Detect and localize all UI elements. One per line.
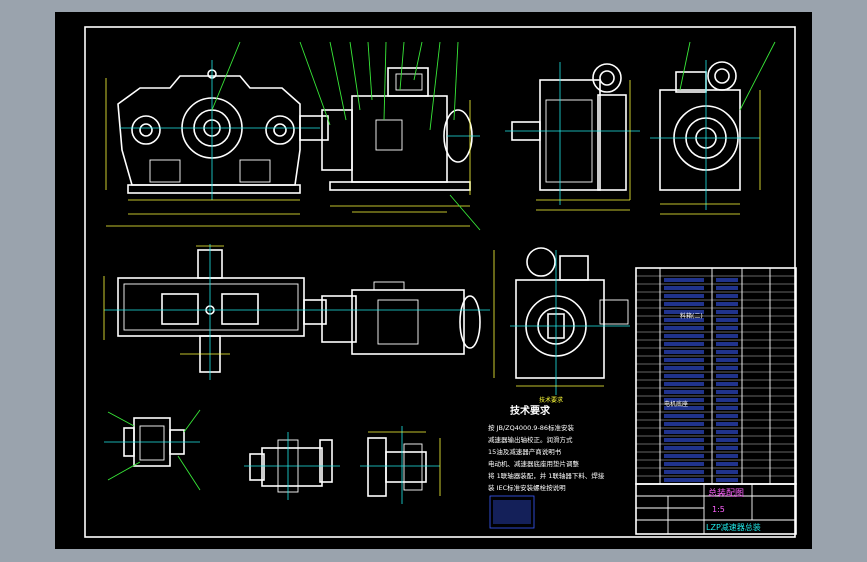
parts-list-entry: [716, 278, 738, 282]
notes-line-6: 装 IEC标准安装螺栓按说明: [488, 483, 566, 492]
parts-list-entry: [664, 446, 704, 450]
parts-list-entry: [716, 310, 738, 314]
parts-list-entry: [664, 462, 704, 466]
parts-list-entry: [664, 374, 704, 378]
parts-list-row-label: 料箱(二): [680, 312, 703, 320]
parts-list-entry: [664, 406, 704, 410]
parts-list-entry: [716, 478, 738, 482]
parts-list-entry: [716, 350, 738, 354]
stamp-box: [489, 495, 535, 529]
parts-list-entry: [664, 358, 704, 362]
parts-list-entry: [716, 398, 738, 402]
drawing-border: [84, 26, 796, 538]
parts-list-entry: [716, 430, 738, 434]
notes-title: 技术要求: [510, 404, 551, 417]
parts-list-entry: [716, 462, 738, 466]
parts-list-entry: [664, 478, 704, 482]
parts-list-entry: [716, 374, 738, 378]
parts-list-entry: [716, 334, 738, 338]
parts-list-entry: [664, 398, 704, 402]
parts-list-entry: [664, 294, 704, 298]
detail-views: [104, 409, 441, 504]
parts-list-entry: [664, 382, 704, 386]
parts-list-entry: [716, 422, 738, 426]
parts-list-entry: [664, 390, 704, 394]
notes-line-2: 减速器输出轴校正。润滑方式: [488, 435, 573, 444]
parts-list-entry: [664, 302, 704, 306]
parts-list-entry: [664, 470, 704, 474]
parts-list-entry: [716, 406, 738, 410]
parts-list-row-label-2: 电机底座: [664, 400, 688, 408]
parts-list-entry: [664, 342, 704, 346]
parts-list-entry: [716, 318, 738, 322]
section-view: [493, 247, 630, 395]
drawing-scale: 1:5: [712, 505, 725, 514]
section-caption: 技术要求: [539, 396, 563, 404]
notes-line-4: 电动机、减速器底座用垫片调整: [488, 459, 580, 468]
side-view-left: [505, 62, 640, 211]
notes-line-3: 15油及减速器产商说明书: [488, 447, 562, 456]
parts-list-entry: [664, 334, 704, 338]
parts-list-entry: [716, 446, 738, 450]
drawing-name: 总装配图: [708, 487, 744, 499]
parts-list-entry: [716, 366, 738, 370]
stamp-fill: [493, 500, 531, 524]
parts-list-entry: [664, 438, 704, 442]
title-block: 总装配图 1:5 LZP减速器总装: [635, 483, 797, 535]
parts-list-entry: [664, 366, 704, 370]
notes-line-5: 将 1联轴器装配，并 1联轴器下料、焊接: [488, 471, 605, 480]
parts-list-entry: [716, 414, 738, 418]
parts-list-entry: [664, 350, 704, 354]
parts-list-entry: [716, 454, 738, 458]
parts-list-entry: [716, 382, 738, 386]
parts-list-entry: [716, 302, 738, 306]
drawing-number: LZP减速器总装: [706, 522, 761, 532]
parts-list-entry: [664, 430, 704, 434]
parts-list-entry: [664, 422, 704, 426]
parts-list-entry: [716, 286, 738, 290]
parts-list-entry: [664, 278, 704, 282]
technical-notes: 技术要求 按 JB/ZQ4000.9-86标准安装 减速器输出轴校正。润滑方式 …: [488, 404, 605, 529]
parts-list-entry: [716, 470, 738, 474]
parts-list-entry: [716, 358, 738, 362]
parts-list-entry: [664, 310, 704, 314]
parts-list: 料箱(二) 电机底座: [635, 267, 797, 485]
parts-list-entry: [716, 326, 738, 330]
front-view: [105, 41, 481, 231]
notes-line-1: 按 JB/ZQ4000.9-86标准安装: [488, 423, 575, 432]
parts-list-entry: [664, 414, 704, 418]
parts-list-entry: [716, 438, 738, 442]
parts-list-entry: [664, 454, 704, 458]
plan-view: [103, 244, 490, 380]
parts-list-entry: [664, 318, 704, 322]
parts-list-entry: [716, 294, 738, 298]
parts-list-entry: [716, 390, 738, 394]
parts-list-entry: [716, 342, 738, 346]
side-view-right: [650, 41, 776, 215]
parts-list-entry: [664, 326, 704, 330]
parts-list-entry: [664, 286, 704, 290]
